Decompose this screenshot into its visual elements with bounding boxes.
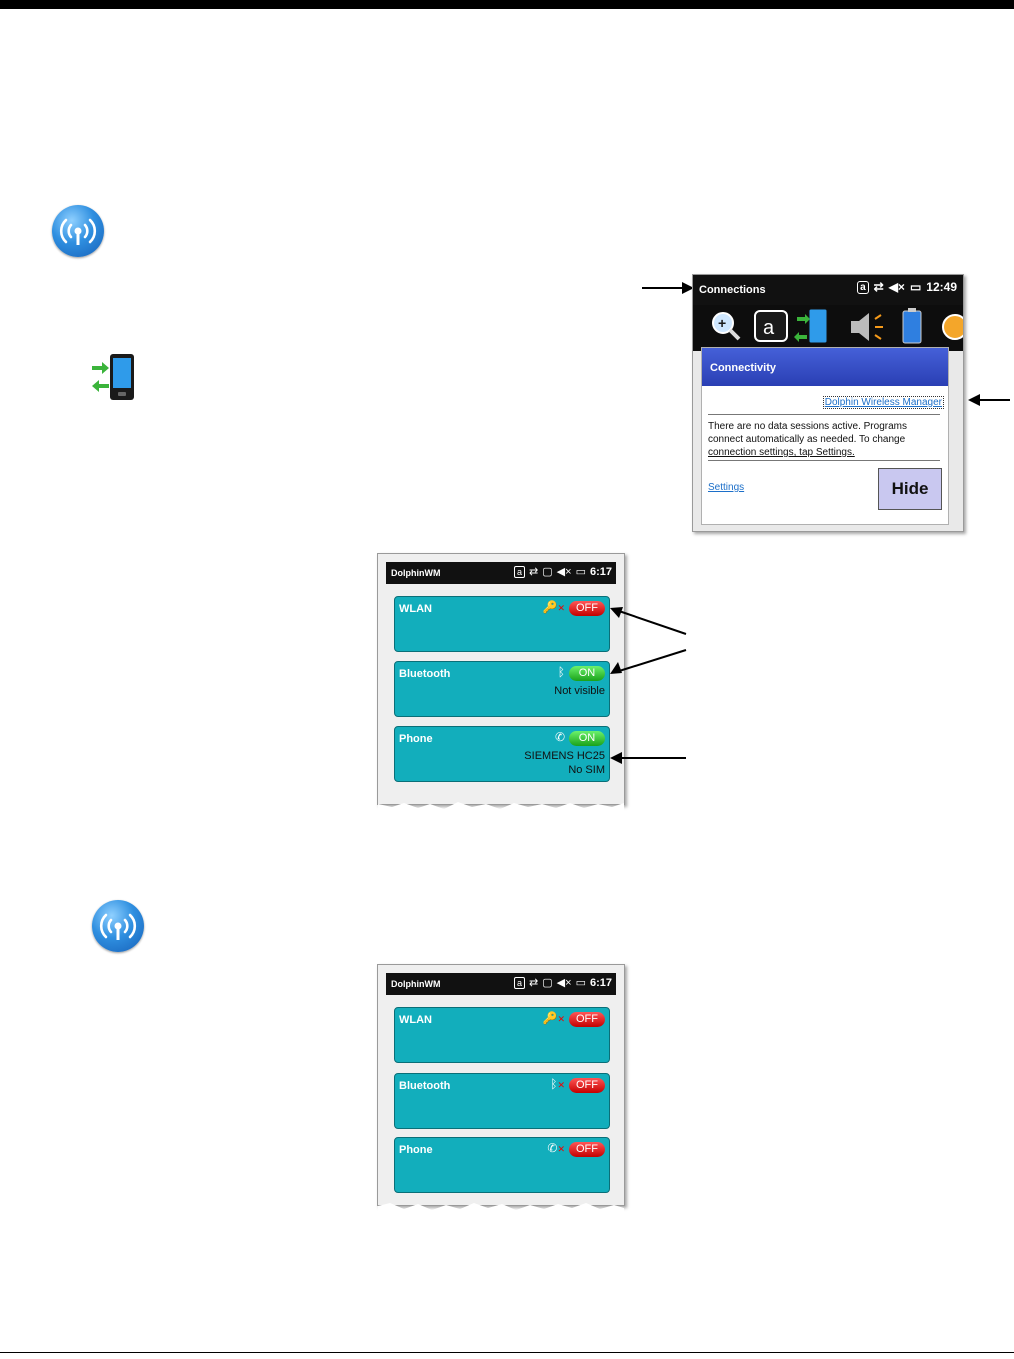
connectivity-icon[interactable] <box>794 308 828 344</box>
wlan-disabled-icon: 🔑✕ <box>542 1011 566 1025</box>
wlan-card[interactable]: WLAN 🔑✕ OFF <box>394 1007 610 1063</box>
speaker-muted-icon[interactable]: ◀× <box>556 566 572 578</box>
torn-edge <box>378 802 624 814</box>
svg-text:+: + <box>718 315 726 331</box>
status-tray: a ⇄ ▢ ◀× ▭ 6:17 <box>514 976 612 989</box>
svg-text:a: a <box>763 317 775 339</box>
top-rule <box>0 0 1014 9</box>
title-bar: DolphinWM a ⇄ ▢ ◀× ▭ 6:17 <box>386 973 616 995</box>
data-transfer-icon[interactable]: ⇄ <box>873 280 884 294</box>
message-line: connection settings, tap Settings. <box>708 447 855 458</box>
settings-link[interactable]: Settings <box>708 482 745 493</box>
card-label: Bluetooth <box>399 668 451 680</box>
bottom-rule <box>0 1352 1014 1353</box>
message-line: connect automatically as needed. To chan… <box>708 434 906 445</box>
window-title: Connections <box>699 284 766 296</box>
message-line: There are no data sessions active. Progr… <box>708 421 907 432</box>
title-bar: DolphinWM a ⇄ ▢ ◀× ▭ 6:17 <box>386 562 616 584</box>
card-label: Phone <box>399 1144 433 1156</box>
phone-card[interactable]: Phone ✆✕ OFF <box>394 1137 610 1193</box>
window-title: DolphinWM <box>391 568 441 578</box>
dolphinwm-screen-on: DolphinWM a ⇄ ▢ ◀× ▭ 6:17 WLAN 🔑✕ OFF Bl… <box>377 553 625 814</box>
bluetooth-card[interactable]: Bluetooth ᛒ ON Not visible <box>394 661 610 717</box>
wlan-card[interactable]: WLAN 🔑✕ OFF <box>394 596 610 652</box>
card-label: Bluetooth <box>399 1080 451 1092</box>
wlan-toggle[interactable]: OFF <box>569 1012 605 1027</box>
callout-arrow-title <box>642 282 694 294</box>
sim-icon[interactable]: ▢ <box>542 566 553 578</box>
phone-card[interactable]: Phone ✆ ON SIEMENS HC25 No SIM <box>394 726 610 782</box>
wlan-toggle[interactable]: OFF <box>569 601 605 616</box>
phone-sim-status: No SIM <box>568 764 605 776</box>
speaker-muted-icon[interactable]: ◀× <box>888 280 905 294</box>
wireless-manager-icon <box>92 900 144 952</box>
a-icon[interactable]: a <box>514 976 526 989</box>
speaker-muted-icon[interactable]: ◀× <box>556 977 572 989</box>
popup-message: There are no data sessions active. Progr… <box>708 420 940 459</box>
phone-icon: ✆ <box>554 730 565 744</box>
sim-icon[interactable]: ▢ <box>542 977 553 989</box>
bluetooth-icon: ᛒ <box>557 665 565 679</box>
bluetooth-disabled-icon: ᛒ✕ <box>550 1077 565 1091</box>
divider <box>708 460 940 461</box>
a-icon[interactable]: a <box>514 565 526 578</box>
title-bar: Connections a ⇄ ◀× ▭ 12:49 <box>693 275 963 305</box>
connectivity-icon <box>90 352 136 402</box>
quick-icons-row: + a <box>693 305 968 351</box>
card-label: WLAN <box>399 1014 432 1026</box>
wireless-signal-glyph <box>59 218 97 245</box>
a-icon[interactable]: a <box>754 310 788 342</box>
bluetooth-status: Not visible <box>554 685 605 697</box>
callout-arrow-link <box>968 394 1010 406</box>
callout-arrows <box>610 607 687 764</box>
phone-toggle[interactable]: ON <box>569 731 605 746</box>
wireless-manager-icon <box>52 205 104 257</box>
battery-icon[interactable] <box>902 308 922 344</box>
popup-header: Connectivity <box>702 348 948 386</box>
connectivity-popup: Connectivity Dolphin Wireless Manager Th… <box>701 347 949 525</box>
clock[interactable]: 6:17 <box>589 565 612 578</box>
card-label: WLAN <box>399 603 432 615</box>
status-tray: a ⇄ ▢ ◀× ▭ 6:17 <box>514 565 612 578</box>
bluetooth-card[interactable]: Bluetooth ᛒ✕ OFF <box>394 1073 610 1129</box>
speaker-icon[interactable] <box>851 313 883 341</box>
power-icon[interactable] <box>942 314 968 340</box>
data-transfer-icon[interactable]: ⇄ <box>529 977 539 989</box>
battery-icon[interactable]: ▭ <box>575 566 586 578</box>
connections-screen: Connections a ⇄ ◀× ▭ 12:49 + a <box>692 274 968 532</box>
window-title: DolphinWM <box>391 979 441 989</box>
status-tray: a ⇄ ◀× ▭ 12:49 <box>857 280 957 294</box>
a-icon[interactable]: a <box>857 280 869 294</box>
wireless-signal-glyph <box>99 913 137 940</box>
card-label: Phone <box>399 733 433 745</box>
clock[interactable]: 12:49 <box>926 280 957 294</box>
phone-radio-name: SIEMENS HC25 <box>524 750 605 762</box>
divider <box>708 414 940 415</box>
bluetooth-toggle[interactable]: OFF <box>569 1078 605 1093</box>
dolphin-wireless-manager-link[interactable]: Dolphin Wireless Manager <box>822 396 944 409</box>
phone-disabled-icon: ✆✕ <box>547 1141 565 1155</box>
hide-button[interactable]: Hide <box>878 468 942 510</box>
torn-edge <box>378 1203 624 1215</box>
phone-toggle[interactable]: OFF <box>569 1142 605 1157</box>
wlan-disabled-icon: 🔑✕ <box>542 600 566 614</box>
clock[interactable]: 6:17 <box>589 976 612 989</box>
dolphinwm-screen-off: DolphinWM a ⇄ ▢ ◀× ▭ 6:17 WLAN 🔑✕ OFF Bl… <box>377 964 625 1215</box>
battery-icon[interactable]: ▭ <box>575 977 586 989</box>
data-transfer-icon[interactable]: ⇄ <box>529 566 539 578</box>
battery-icon[interactable]: ▭ <box>909 280 922 294</box>
zoom-icon[interactable]: + <box>712 312 741 341</box>
bluetooth-toggle[interactable]: ON <box>569 666 605 681</box>
popup-title: Connectivity <box>710 362 777 374</box>
